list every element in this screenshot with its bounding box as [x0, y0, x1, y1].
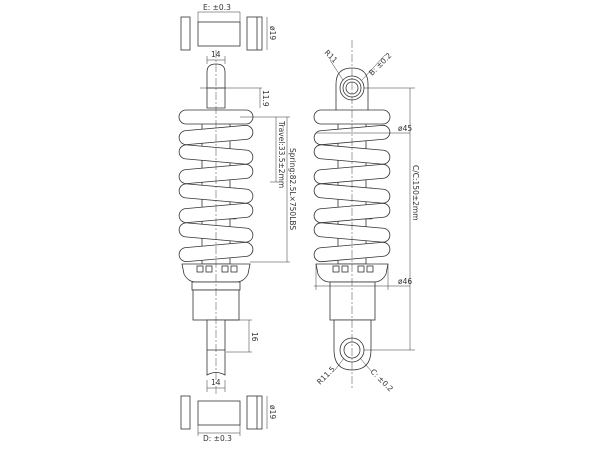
top-stem-height-label: 11.9 [261, 90, 270, 107]
bottom-stem-height-label: 16 [250, 332, 259, 342]
center-to-center-label: C/C:150±2mm [411, 165, 420, 221]
top-bushing-diameter-label: ø19 [268, 26, 277, 40]
top-stem: 14 11.9 [200, 50, 270, 109]
spring-label: Spring:82.5L×750LBS [288, 148, 297, 230]
bottom-eye-radius-label: R11.5 [315, 364, 337, 386]
bottom-bushing-width-label: D: ±0.3 [203, 434, 232, 443]
left-dimensions: Travel:33.5±2mm Spring:82.5L×750LBS [240, 116, 297, 263]
left-lower-body: 16 14 [181, 263, 259, 392]
travel-label: Travel:33.5±2mm [277, 120, 286, 188]
top-eye: R11 B: ±0.2 [323, 48, 394, 113]
top-bushing-width-label: E: ±0.3 [203, 3, 231, 12]
right-lower-body: R11.5 C: ±0.2 [315, 263, 396, 394]
right-dimensions: C/C:150±2mm ø45 ø46 [314, 87, 420, 351]
bottom-bushing: D: ±0.3 ø19 [180, 395, 277, 443]
top-bushing: E: ±0.3 ø19 [180, 3, 277, 51]
spring-coil [178, 202, 254, 224]
bottom-eye-bore-label: C: ±0.2 [369, 367, 396, 394]
top-eye-bore-label: B: ±0.2 [367, 51, 394, 78]
spring-diameter-label: ø45 [398, 124, 412, 133]
collar-diameter-label: ø46 [398, 277, 412, 286]
top-eye-radius-label: R11 [323, 48, 340, 65]
bottom-bushing-diameter-label: ø19 [268, 405, 277, 419]
spring-coil [313, 183, 391, 204]
